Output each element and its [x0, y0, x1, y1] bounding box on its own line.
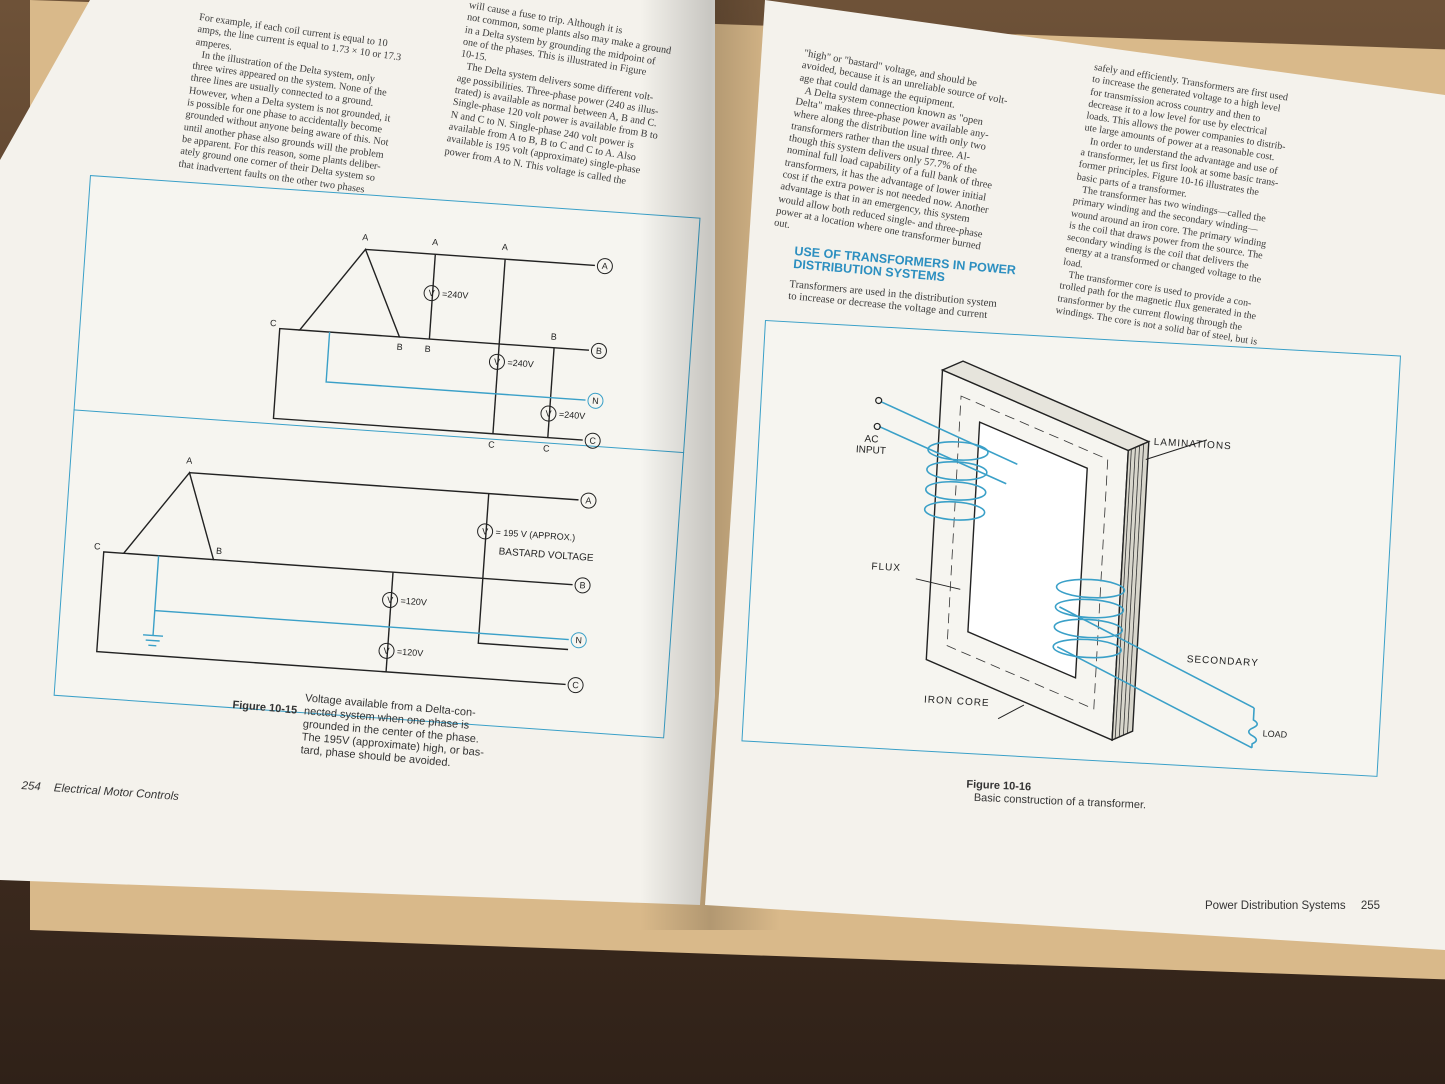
book-section-title: Power Distribution Systems — [1205, 900, 1346, 912]
point-b-2: B — [424, 343, 432, 355]
voltmeter-icon: V — [423, 284, 441, 302]
page-number: 255 — [1360, 900, 1380, 912]
right-folio: Power Distribution Systems 255 — [1205, 900, 1380, 912]
right-col1-text: "high" or "bastard" voltage, and should … — [773, 48, 1009, 253]
page-number: 254 — [21, 780, 42, 794]
label-flux: FLUX — [871, 561, 902, 574]
voltmeter-ca: V =240V — [539, 405, 586, 424]
voltmeter-bc: V =240V — [488, 353, 534, 372]
left-page: For example, if each coil current is equ… — [0, 0, 715, 905]
point-a-3: A — [501, 241, 509, 253]
book-title: Electrical Motor Controls — [53, 782, 180, 803]
transformer-svg — [873, 360, 1258, 749]
figure-10-16: LAMINATIONS AC INPUT FLUX SECONDARY IRON… — [739, 320, 1424, 826]
left-col1-text: For example, if each coil current is equ… — [177, 12, 402, 196]
figure-10-15: A A A B B B C C C V =240V V =240V V =240… — [51, 175, 709, 777]
point-c-2: C — [487, 439, 496, 450]
left-folio: 254 Electrical Motor Controls — [21, 780, 179, 803]
delta-diagram-svg — [96, 248, 595, 686]
point-b-bottom: B — [215, 545, 223, 557]
right-col2-text: safely and efficiently. Transformers are… — [1054, 62, 1289, 348]
figure-10-16-caption: Figure 10-16 Basic construction of a tra… — [953, 765, 1148, 825]
label-load: LOAD — [1262, 728, 1288, 740]
caption-text: Basic construction of a transformer. — [973, 791, 1147, 812]
point-a-1: A — [361, 232, 369, 243]
meter-reading: = 195 V (APPROX.) — [495, 527, 576, 543]
point-a-bottom: A — [185, 455, 193, 466]
meter-reading: =240V — [507, 357, 535, 370]
voltmeter-icon: V — [377, 642, 396, 660]
point-c-bottom: C — [93, 541, 101, 552]
point-c-3: C — [542, 443, 550, 454]
voltmeter-icon: V — [476, 522, 494, 540]
voltmeter-bn: V =120V — [381, 591, 428, 610]
point-b-3: B — [550, 331, 558, 342]
voltmeter-icon: V — [381, 591, 399, 609]
right-page: "high" or "bastard" voltage, and should … — [705, 0, 1445, 950]
meter-reading: =120V — [396, 646, 424, 659]
point-b-1: B — [396, 341, 404, 353]
voltmeter-icon: V — [539, 405, 558, 423]
voltmeter-cn: V =120V — [377, 642, 424, 661]
label-ac-input: AC INPUT — [855, 433, 887, 457]
caption-label: Figure 10-15 — [232, 699, 298, 717]
meter-reading: =120V — [400, 595, 428, 608]
meter-reading: =240V — [441, 288, 469, 301]
point-c-1: C — [269, 317, 277, 329]
point-a-2: A — [431, 237, 439, 248]
meter-reading: =240V — [558, 409, 586, 422]
figure-10-15-caption: Figure 10-15 Voltage available from a De… — [217, 685, 484, 769]
voltmeter-icon: V — [488, 353, 506, 371]
voltmeter-ab: V =240V — [423, 284, 469, 304]
